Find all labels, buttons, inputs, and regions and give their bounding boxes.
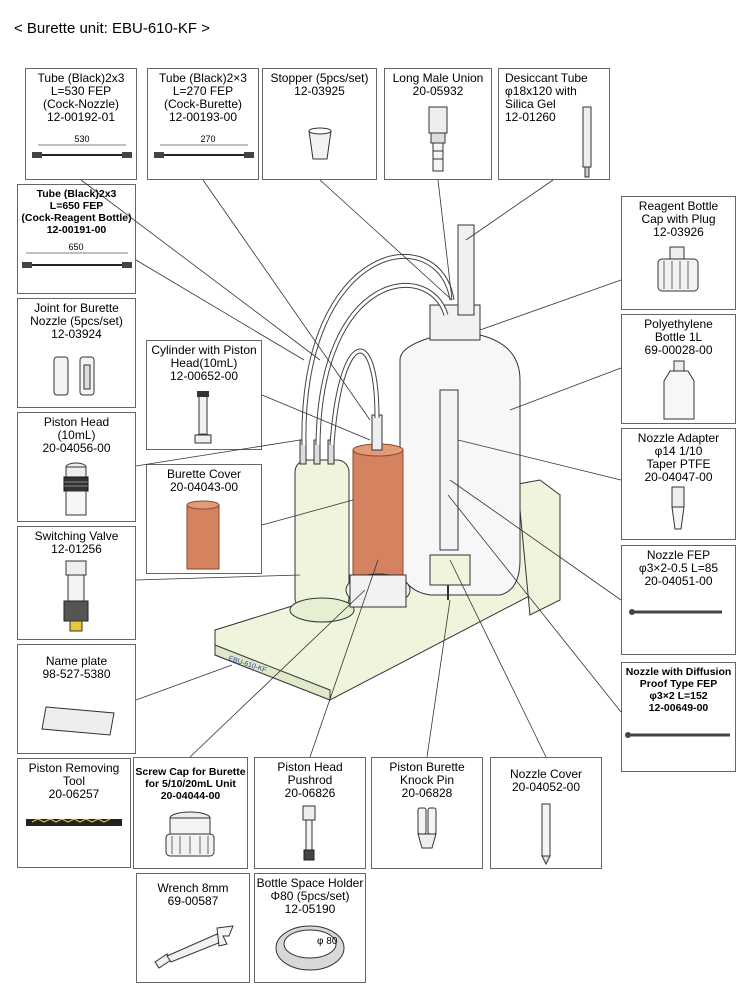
part-piston-head: Piston Head(10mL)20-04056-00 (17, 412, 136, 522)
wrench-icon (154, 925, 234, 969)
bottle-icon (663, 360, 695, 420)
cap-icon (657, 246, 699, 292)
screw-cap-icon (165, 811, 215, 857)
burette-cover-icon (186, 500, 220, 570)
adapter-icon (671, 486, 685, 530)
dimension-label: 270 (200, 134, 215, 144)
page-title: < Burette unit: EBU-610-KF > (14, 20, 210, 37)
tube-icon: 650 (22, 242, 132, 268)
name-plate-icon (41, 706, 115, 736)
reagent-bottle (399, 224, 521, 596)
nozzle-cover-icon (541, 803, 551, 866)
cylinder-icon (194, 391, 212, 444)
piston-head-icon (63, 462, 89, 516)
leader-lines (80, 179, 622, 758)
desiccant-tube-icon (582, 106, 592, 178)
union-icon (428, 106, 448, 172)
removing-tool-icon (26, 818, 122, 826)
nozzle-icon (629, 609, 722, 615)
dimension-label: 530 (74, 134, 89, 144)
tube-icon: 270 (154, 134, 254, 158)
switching-valve-column (289, 439, 355, 623)
pushrod-icon (302, 805, 316, 861)
part-label: Stopper (5pcs/set)12-03925 (270, 71, 369, 98)
dimension-label: 650 (68, 242, 83, 252)
tube-icon: 530 (32, 134, 132, 158)
joint-icon (53, 356, 95, 396)
part-stopper: Stopper (5pcs/set)12-03925 (262, 68, 377, 180)
nozzle-icon (625, 732, 730, 738)
holder-mark: φ 80 (317, 936, 338, 947)
space-holder-icon: φ 80 (275, 925, 345, 971)
stopper-icon (308, 127, 332, 160)
part-label: Piston Head(10mL)20-04056-00 (42, 415, 111, 455)
knock-pin-icon (417, 807, 437, 849)
valve-icon (63, 560, 89, 632)
